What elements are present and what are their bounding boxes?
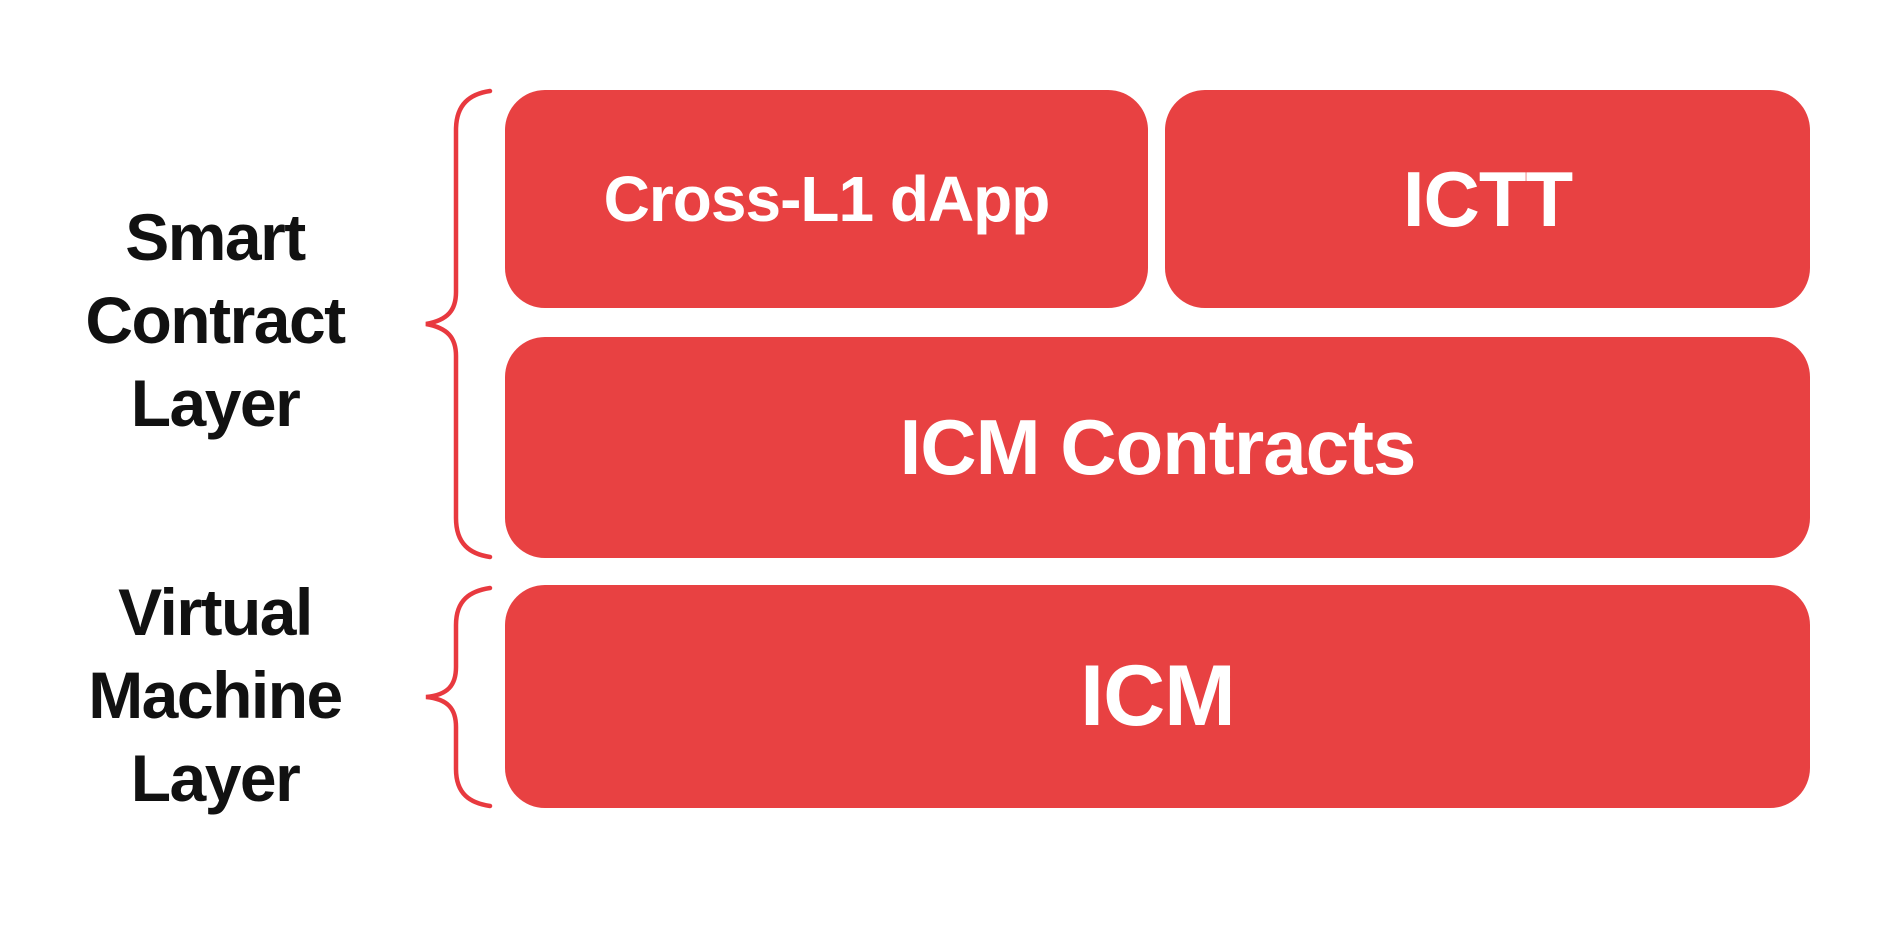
box-icm-contracts-label: ICM Contracts: [899, 403, 1417, 491]
box-ictt: ICTT: [1165, 90, 1810, 308]
box-ictt-label: ICTT: [1402, 154, 1573, 243]
box-icm: ICM: [505, 585, 1810, 808]
curly-brace-virtual-machine-icon: [425, 585, 493, 809]
label-smart-contract-layer: Smart Contract Layer: [85, 200, 346, 440]
label-virtual-machine-layer: Virtual Machine Layer: [88, 575, 343, 815]
box-cross-l1-dapp: Cross-L1 dApp: [505, 90, 1148, 308]
box-cross-l1-dapp-label: Cross-L1 dApp: [603, 163, 1051, 235]
curly-brace-smart-contract-icon: [425, 88, 493, 560]
box-icm-label: ICM: [1080, 648, 1236, 744]
box-icm-contracts: ICM Contracts: [505, 337, 1810, 558]
